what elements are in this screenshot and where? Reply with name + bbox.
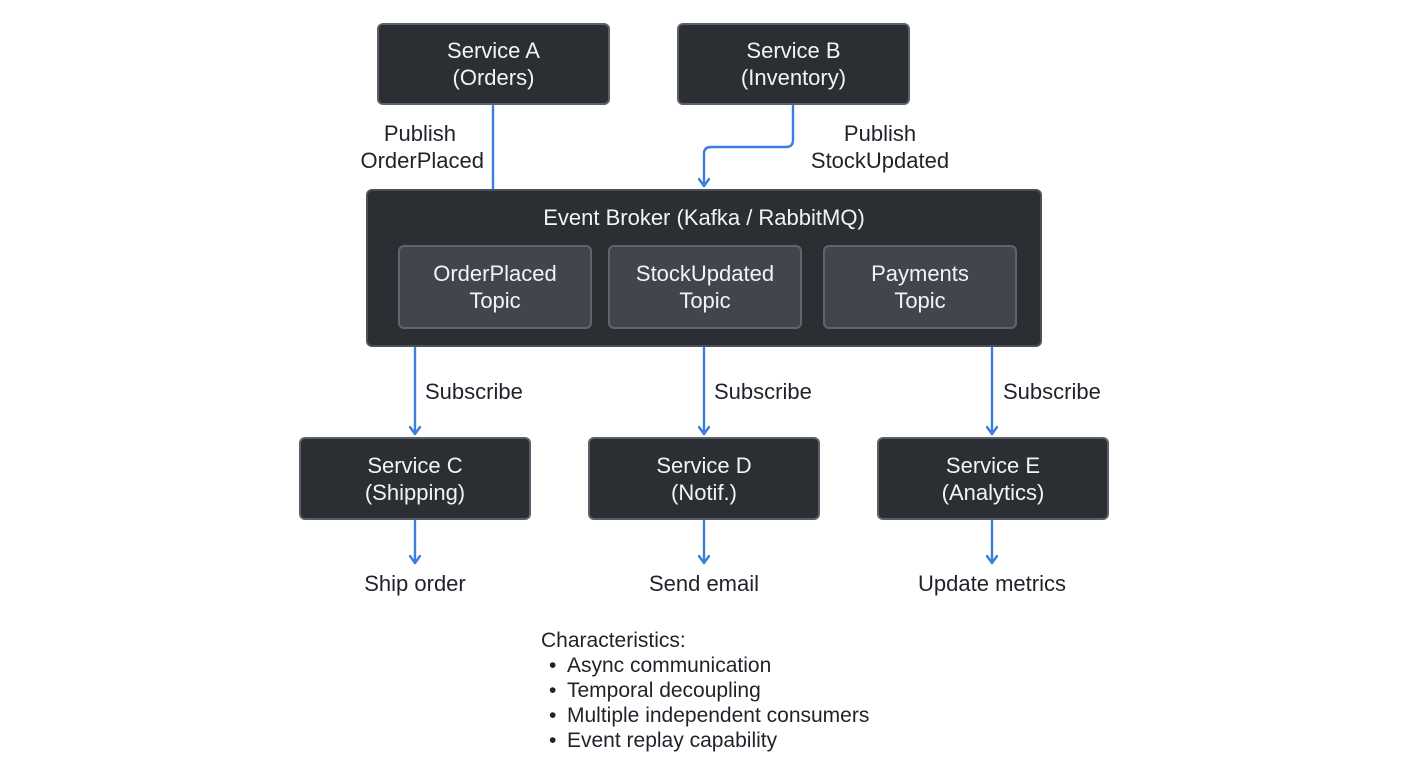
topic-stockupdated-suffix: Topic	[679, 288, 731, 313]
topic-orderplaced-name: OrderPlaced	[433, 261, 557, 286]
topic-stockupdated: StockUpdated Topic	[608, 245, 802, 329]
service-a-role: (Orders)	[452, 65, 535, 90]
publish-b-line2: StockUpdated	[810, 148, 950, 173]
service-c-box: Service C (Shipping)	[299, 437, 531, 520]
characteristics-heading: Characteristics:	[541, 629, 686, 652]
service-e-role: (Analytics)	[941, 479, 1045, 505]
outcome-ship-order: Ship order	[364, 571, 466, 596]
subscribe-c-label: Subscribe	[425, 379, 523, 404]
service-c-role: (Shipping)	[364, 479, 466, 505]
outcome-send-email: Send email	[648, 571, 760, 596]
service-a-name: Service A	[447, 38, 540, 63]
publish-a-line2: OrderPlaced	[360, 148, 484, 173]
characteristic-item: Async communication	[541, 653, 869, 678]
topic-stockupdated-name: StockUpdated	[635, 261, 775, 286]
service-d-name: Service D	[656, 452, 752, 478]
arrow-b-to-broker	[704, 104, 795, 188]
characteristic-item: Event replay capability	[541, 728, 869, 753]
subscribe-d-label: Subscribe	[714, 379, 812, 404]
topic-payments-suffix: Topic	[894, 288, 946, 313]
broker-title: Event Broker (Kafka / RabbitMQ)	[543, 205, 865, 230]
service-a-box: Service A (Orders)	[377, 23, 610, 105]
topic-payments: Payments Topic	[823, 245, 1017, 329]
topic-orderplaced-suffix: Topic	[469, 288, 521, 313]
publish-orderplaced-label: Publish OrderPlaced	[340, 120, 484, 174]
service-b-role: (Inventory)	[740, 65, 847, 90]
service-d-box: Service D (Notif.)	[588, 437, 820, 520]
publish-stockupdated-label: Publish StockUpdated	[800, 120, 960, 174]
service-e-box: Service E (Analytics)	[877, 437, 1109, 520]
characteristic-item: Temporal decoupling	[541, 678, 869, 703]
publish-a-line1: Publish	[383, 121, 456, 146]
characteristic-item: Multiple independent consumers	[541, 703, 869, 728]
event-broker: Event Broker (Kafka / RabbitMQ) OrderPla…	[366, 189, 1042, 347]
service-d-role: (Notif.)	[671, 479, 737, 505]
service-e-name: Service E	[945, 452, 1041, 478]
characteristics-notes: Characteristics: Async communication Tem…	[541, 628, 869, 753]
topic-payments-name: Payments	[871, 261, 969, 286]
service-b-name: Service B	[746, 38, 841, 63]
topic-orderplaced: OrderPlaced Topic	[398, 245, 592, 329]
characteristics-list: Async communication Temporal decoupling …	[541, 653, 869, 753]
publish-b-line1: Publish	[843, 121, 917, 146]
subscribe-e-label: Subscribe	[1003, 379, 1101, 404]
service-c-name: Service C	[367, 452, 463, 478]
outcome-update-metrics: Update metrics	[918, 571, 1066, 596]
service-b-box: Service B (Inventory)	[677, 23, 910, 105]
